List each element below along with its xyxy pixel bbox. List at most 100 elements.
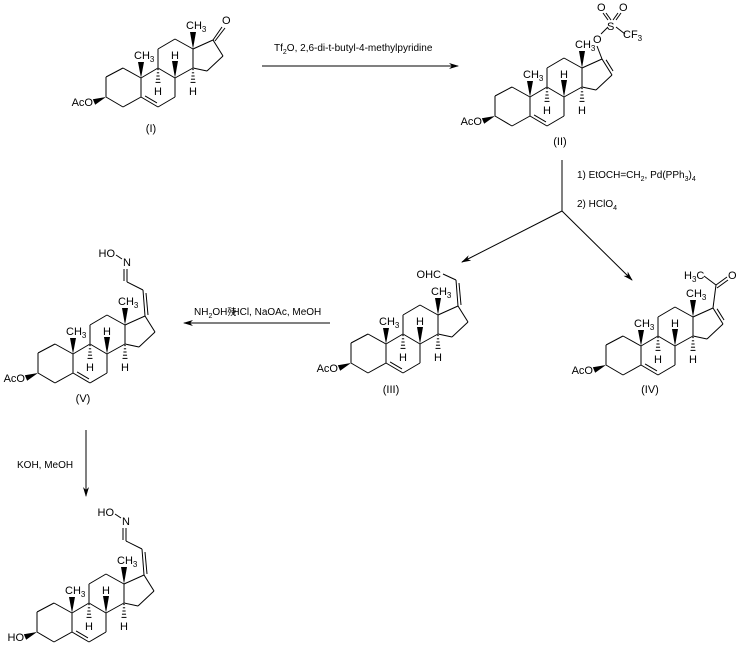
bond-c12-c13 [419,304,439,316]
sulfur-atom: S [607,21,614,33]
bond-c16-c17 [144,315,156,333]
bond-c2-c1 [494,86,513,97]
bond-c14-c8 [106,343,126,355]
bond-c15-c16 [451,321,469,338]
bond-c2-c1 [350,333,369,344]
bond-c11-c12 [157,38,176,50]
reagent-subscript: 3 [684,176,689,183]
methyl-c19: CH3 [65,585,86,599]
bond-c11-c12 [88,573,107,585]
bond-c14-c15 [192,67,208,72]
sulfonyl-oxygen-1: O [597,2,606,14]
bond-c17-c20 [141,548,145,576]
methyl-c19: CH3 [134,50,155,64]
bond-c11-c12 [402,304,421,316]
double-bond-c5-c6 [144,95,158,104]
methyl-c18: CH3 [118,296,139,310]
bond-c12-c13 [674,306,694,318]
bond-c14-c8 [419,333,439,345]
hash-bond-h9 [86,604,92,618]
bond-c17-c20 [142,289,146,317]
bond-c15-c16 [137,590,155,607]
wedge-bond-c19-methyl [138,62,144,78]
hydrogen-h14: H [689,354,697,366]
double-bond-c5-c6 [644,363,658,372]
bond-c17-c20-double [145,292,149,316]
bond-c5-c6 [71,631,90,643]
bond-n-o [115,254,123,260]
bond-c5-c4 [367,362,387,374]
bond-c5-c6 [529,115,548,127]
bond-c4-c3 [350,362,369,374]
reagent-step1: Tf2O, 2,6-di-t-butyl-4-methylpyridine [274,43,432,56]
reagent-text: Tf [274,43,283,54]
reagent-text: HCl, NaOAc, MeOH [232,307,322,318]
compound-label-iv: (IV) [641,384,659,396]
bond-c15-c16 [595,74,613,91]
bond-c20-c21 [703,275,717,286]
bond-c6-c7 [157,96,176,108]
hash-bond-h9 [400,335,406,349]
aldehyde-group: OHC [417,269,442,281]
bond-c9-c10 [72,343,91,355]
hash-bond-h9 [155,69,161,83]
sulfonyl-oxygen-2: O [619,2,628,14]
wedge-bond-c3 [592,365,606,373]
bond-c17-c13 [124,315,146,326]
bond-c4-c3 [494,115,513,127]
bond-c14-c15 [123,602,139,607]
bond-c11-c12 [89,314,108,326]
bond-c14-c15 [437,333,453,338]
bond-c16-c17 [457,305,469,323]
bond-c6-c7 [402,362,421,374]
bond-c14-c8 [174,67,194,79]
reagent-step2-line1: 1) EtOCH=CH2, Pd(PPh3)4 [577,170,696,183]
wedge-bond-c3 [92,97,106,105]
bond-c16-c17 [143,574,155,592]
double-bond-c5-c6 [76,371,90,380]
wedge-bond-c19-methyl [638,330,644,346]
compound-label-iii: (III) [383,384,400,396]
hash-bond-h14 [690,337,696,351]
wedge-bond-h8 [104,337,110,354]
wedge-bond-h8 [672,329,678,346]
bond-c6-c7 [657,364,676,376]
wedge-bond-c19-methyl [383,328,389,344]
reagent-text: 2) HClO [577,199,614,210]
methyl-c18: CH3 [117,555,138,569]
bond-c8-c9 [546,86,565,98]
bond-c8-c9 [402,333,421,345]
hydrogen-h8: H [103,326,111,338]
wedge-bond-c19-methyl [70,338,76,354]
methyl-c19: CH3 [523,69,544,83]
methyl-c18: CH3 [186,20,207,34]
bond-c12-c13 [563,57,583,69]
reagent-step4: KOH, MeOH [17,460,73,471]
hash-bond-h14 [190,69,196,83]
bond-c14-c8 [105,602,125,614]
bond-c9-c10 [140,67,159,79]
oxime-nitrogen: N [122,516,130,528]
bond-c20-c21 [125,540,143,550]
reagent-text: KOH, MeOH [17,460,74,471]
double-bond-c5-c6 [389,361,403,370]
wedge-bond-c19-methyl [527,81,533,97]
bond-c15-c16 [138,331,156,348]
wedge-bond-c18-methyl [690,300,696,317]
c3-substituent: AcO [317,363,339,375]
wedge-bond-h8 [561,80,567,97]
bond-n-o [114,513,122,519]
ketone-oxygen: O [728,270,737,282]
bond-s-o2-double [612,12,619,21]
reagent-step2-line2: 2) HClO4 [577,199,617,212]
bond-c1-c10 [53,602,73,614]
reagent-text: , Pd(PPh [644,170,685,181]
bond-c2-c1 [105,67,124,78]
bond-o-s [600,26,609,35]
bond-c4-c3 [605,364,624,376]
bond-c17-c20-double [458,282,462,306]
bond-s-o1 [602,12,609,21]
oxime-nitrogen: N [123,257,131,269]
